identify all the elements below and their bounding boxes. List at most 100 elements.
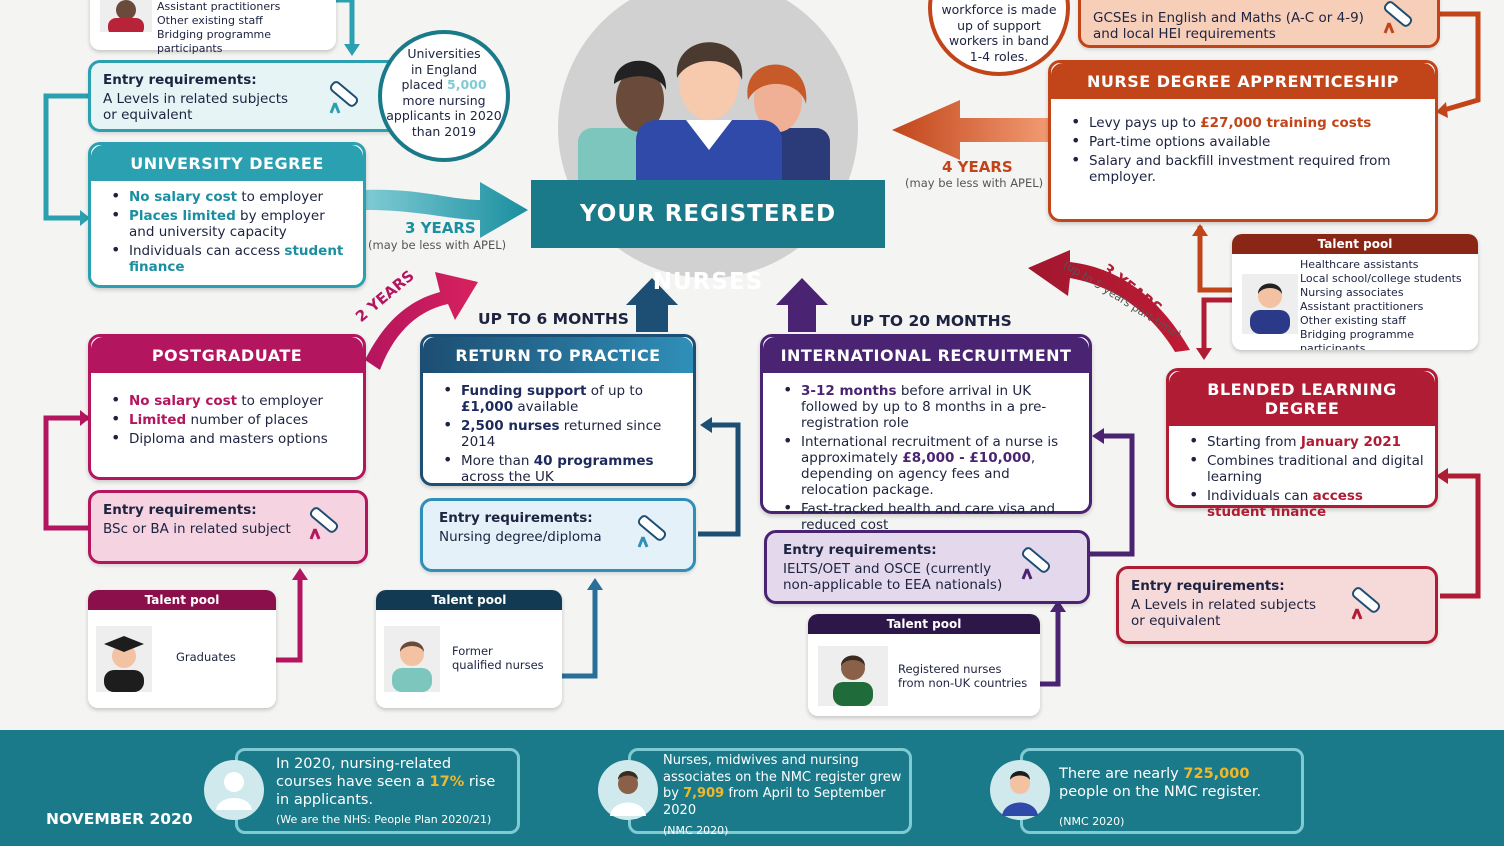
entry-value-line2: or equivalent — [103, 107, 193, 123]
card-title: BLENDED LEARNING DEGREE — [1169, 371, 1435, 426]
bullet-item: Diploma and masters options — [109, 430, 353, 447]
bullet-item: Part-time options available — [1069, 133, 1425, 150]
bullet-item: More than 40 programmes across the UK — [441, 452, 683, 485]
footer-stats-band: NOVEMBER 2020 In 2020, nursing-related c… — [0, 730, 1504, 846]
stat-line: In 2020, nursing-related — [276, 756, 452, 772]
stat-line: Universities — [407, 46, 481, 61]
bullet-item: 3-12 months before arrival in UK followe… — [781, 382, 1079, 431]
university-duration-note: (may be less with APEL) — [368, 238, 507, 252]
stat-applicants: In 2020, nursing-related courses have se… — [235, 748, 520, 834]
university-entry-requirements: Entry requirements: A Levels in related … — [88, 60, 400, 132]
bullet-item: Limited number of places — [109, 411, 353, 428]
avatar — [100, 0, 152, 36]
diploma-scroll-icon — [1351, 587, 1381, 620]
bullet-item: No salary cost to employer — [109, 188, 353, 205]
entry-title: Entry requirements: — [783, 542, 937, 558]
postgraduate-entry-requirements: Entry requirements: BSc or BA in related… — [88, 490, 368, 564]
pool-item: Bridging programme participants — [1300, 328, 1415, 350]
return-heading: UP TO 6 MONTHS — [478, 310, 629, 328]
person-icon — [204, 760, 264, 820]
pool-item: Former — [452, 644, 493, 658]
stat-nmc-growth: Nurses, midwives and nursing associates … — [628, 748, 912, 837]
center-title: YOUR REGISTERED NURSES — [531, 180, 885, 295]
stat-line: workers in band — [949, 33, 1049, 48]
stat-number: 17% — [429, 774, 465, 790]
card-title: UNIVERSITY DEGREE — [91, 145, 363, 181]
entry-value-line2: or equivalent — [1131, 613, 1221, 629]
stat-line: in applicants. — [276, 792, 374, 808]
support-workers-circle: workforce is made up of support workers … — [928, 0, 1070, 76]
bullet-item: Salary and backfill investment required … — [1069, 152, 1425, 185]
bullet-item: Individuals can access student finance — [1187, 487, 1425, 520]
pool-item: from non-UK countries — [898, 676, 1028, 690]
postgraduate-talent-pool: Talent pool Graduates — [88, 590, 276, 708]
stat-number: 725,000 — [1183, 766, 1250, 782]
stat-nmc-register: There are nearly 725,000 people on the N… — [1020, 748, 1304, 834]
pool-title: Talent pool — [376, 590, 562, 610]
entry-value-line1: A Levels in related subjects — [1131, 597, 1317, 613]
pool-title: Talent pool — [808, 614, 1040, 634]
pool-item: Assistant practitioners — [157, 0, 281, 13]
bullet-item: International recruitment of a nurse is … — [781, 433, 1079, 498]
diploma-scroll-icon — [637, 515, 667, 548]
card-title: RETURN TO PRACTICE — [423, 337, 693, 373]
return-talent-pool: Talent pool Former qualified nurses — [376, 590, 562, 708]
stat-line: in England — [410, 61, 478, 77]
university-degree-card: UNIVERSITY DEGREE No salary cost to empl… — [88, 142, 366, 288]
universities-stat-circle: Universities in England placed 5,000 mor… — [378, 30, 510, 162]
apprenticeship-talent-pool: Talent pool Healthcare assistants Local … — [1232, 234, 1478, 350]
pool-item: qualified nurses — [452, 658, 544, 672]
avatar — [384, 626, 440, 692]
entry-title: Entry requirements: — [103, 502, 257, 518]
entry-value-line1: A Levels in related subjects — [103, 91, 289, 107]
pool-item: Registered nurses — [898, 662, 1002, 676]
stat-number: 7,909 — [683, 786, 725, 801]
pool-title: Talent pool — [88, 590, 276, 610]
top-left-talent-pool: Assistant practitioners Other existing s… — [90, 0, 336, 55]
nurse-avatar-icon — [990, 760, 1050, 820]
graduate-avatar — [96, 626, 152, 692]
stat-source: (NMC 2020) — [663, 824, 729, 837]
card-title: INTERNATIONAL RECRUITMENT — [763, 337, 1089, 373]
entry-value-line1: IELTS/OET and OSCE (currently — [783, 561, 992, 577]
bullet-item: 2,500 nurses returned since 2014 — [441, 417, 683, 450]
stat-line: up of support — [957, 17, 1041, 33]
stat-line: more nursing — [402, 92, 486, 108]
entry-value-line2: non-applicable to EEA nationals) — [783, 577, 1003, 593]
apprenticeship-entry-requirements: GCSEs in English and Maths (A-C or 4-9) … — [1078, 0, 1440, 48]
diploma-scroll-icon — [329, 81, 359, 114]
bullet-item: Levy pays up to £27,000 training costs — [1069, 114, 1425, 131]
entry-value-line2: and local HEI requirements — [1093, 26, 1276, 42]
card-title: POSTGRADUATE — [91, 337, 363, 373]
international-entry-requirements: Entry requirements: IELTS/OET and OSCE (… — [764, 530, 1090, 604]
return-entry-requirements: Entry requirements: Nursing degree/diplo… — [420, 498, 696, 572]
bullet-item: Starting from January 2021 — [1187, 433, 1425, 450]
stat-line: associates on the NMC register grew — [663, 769, 902, 785]
entry-title: Entry requirements: — [103, 72, 257, 88]
bullet-item: Fast-tracked health and care visa and re… — [781, 500, 1079, 533]
postgraduate-card: POSTGRADUATE No salary cost to employer … — [88, 334, 366, 480]
entry-value: Nursing degree/diploma — [439, 529, 602, 545]
pool-item: Graduates — [176, 650, 236, 664]
pool-item: Other existing staff — [1300, 314, 1406, 327]
stat-source: (We are the NHS: People Plan 2020/21) — [276, 813, 492, 826]
blended-entry-requirements: Entry requirements: A Levels in related … — [1116, 566, 1438, 644]
avatar — [818, 646, 888, 706]
pool-item: Other existing staff — [157, 14, 263, 27]
university-duration: 3 YEARS — [405, 219, 476, 237]
pool-item: Local school/college students — [1300, 272, 1462, 285]
international-heading: UP TO 20 MONTHS — [850, 312, 1012, 330]
bullet-item: No salary cost to employer — [109, 392, 353, 409]
diploma-scroll-icon — [309, 507, 339, 540]
entry-value-line1: GCSEs in English and Maths (A-C or 4-9) — [1093, 10, 1364, 26]
bullet-item: Combines traditional and digital learnin… — [1187, 452, 1425, 485]
stat-line: than 2019 — [411, 123, 477, 139]
stat-source: (NMC 2020) — [1059, 815, 1125, 828]
pool-title: Talent pool — [1232, 234, 1478, 254]
pool-item: Nursing associates — [1300, 286, 1404, 299]
pool-item: Assistant practitioners — [1300, 300, 1424, 313]
entry-title: Entry requirements: — [1131, 578, 1285, 594]
stat-number: 5,000 — [447, 77, 487, 92]
stat-line: people on the NMC register. — [1059, 784, 1262, 800]
diploma-scroll-icon — [1021, 547, 1051, 580]
